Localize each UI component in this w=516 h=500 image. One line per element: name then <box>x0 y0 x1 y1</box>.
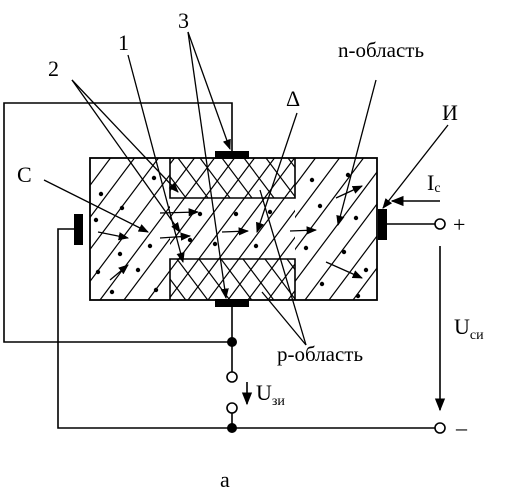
n-region-left-hatching <box>0 158 279 300</box>
hatch-line <box>170 175 187 198</box>
carrier-dot <box>135 267 141 273</box>
label-3: 3 <box>178 8 189 33</box>
label-u-si: Uси <box>454 314 484 343</box>
hatch-line <box>352 266 377 300</box>
flow-arrows <box>97 185 363 281</box>
source-contact <box>74 214 83 245</box>
label-drain: И <box>442 100 458 125</box>
hatch-line <box>90 158 120 198</box>
hatch-line <box>90 158 111 187</box>
hatch-line <box>242 259 275 300</box>
label-plus: + <box>453 212 465 237</box>
hatch-line <box>176 259 209 300</box>
carrier-dot <box>212 241 218 247</box>
label-minus: – <box>455 415 468 440</box>
hatch-line <box>133 259 164 300</box>
hatch-line <box>170 158 255 272</box>
label-n-region: n-область <box>338 38 424 62</box>
figure-caption: а <box>220 467 230 492</box>
hatch-line <box>286 259 295 271</box>
hatch-line <box>170 158 235 245</box>
circuit-wiring <box>3 102 446 434</box>
hatch-line <box>227 209 295 300</box>
carrier-dot <box>119 205 125 211</box>
label-2: 2 <box>48 56 59 81</box>
hatch-line <box>90 158 159 251</box>
hatch-line <box>295 170 377 283</box>
hatch-line <box>112 158 142 198</box>
carrier-dot <box>355 293 361 299</box>
hatch-line <box>90 158 135 219</box>
carrier-dot <box>98 191 104 197</box>
carrier-dot <box>309 177 315 183</box>
n-region-right-hatching <box>295 158 516 300</box>
label-source: С <box>17 162 32 187</box>
hatch-line <box>221 158 253 198</box>
hatch-line <box>207 182 295 300</box>
carrier-dot <box>95 269 101 275</box>
carrier-dot <box>153 287 159 293</box>
carrier-dot <box>187 237 193 243</box>
carrier-dot <box>319 281 325 287</box>
hatch-line <box>187 158 295 300</box>
hatch-line <box>147 269 170 300</box>
carrier-dot <box>341 249 347 255</box>
gate-contact-top <box>215 151 249 159</box>
hatch-line <box>123 237 170 300</box>
gate-contact-bottom <box>215 299 249 307</box>
hatch-line <box>473 158 516 300</box>
hatch-line <box>468 158 516 300</box>
carrier-dot <box>253 243 259 249</box>
hatch-line <box>328 234 377 300</box>
hatch-line <box>220 259 253 300</box>
hatch-line <box>243 158 275 198</box>
hatch-line <box>90 173 170 283</box>
hatch-line <box>247 236 295 300</box>
carrier-dot <box>151 175 157 181</box>
hatch-line <box>304 202 377 300</box>
hatch-line <box>309 259 340 300</box>
carrier-dot <box>197 211 203 217</box>
carrier-dots <box>93 172 369 299</box>
carrier-dot <box>345 172 351 178</box>
label-1: 1 <box>118 30 129 55</box>
hatch-line <box>295 158 316 187</box>
hatch-line <box>170 158 215 219</box>
p-region-top-hatching <box>90 158 295 198</box>
leader-lines <box>43 31 449 346</box>
carrier-dot <box>233 211 239 217</box>
label-u-zi: Uзи <box>256 380 285 409</box>
hatch-line <box>199 158 231 198</box>
label-delta: Δ <box>286 86 300 111</box>
carrier-dot <box>303 245 309 251</box>
carrier-dot <box>147 243 153 249</box>
label-p-region: p-область <box>277 342 363 366</box>
hatch-line <box>170 158 175 165</box>
carrier-dot <box>353 215 359 221</box>
carrier-dot <box>117 251 123 257</box>
label-drain-current: Ic <box>427 170 441 196</box>
carrier-dot <box>267 209 273 215</box>
hatch-line <box>295 158 340 219</box>
hatch-line <box>177 158 209 198</box>
hatch-line <box>497 158 516 300</box>
hatch-line <box>170 158 195 192</box>
carrier-dot <box>109 289 115 295</box>
hatch-line <box>99 205 170 300</box>
carrier-dot <box>317 203 323 209</box>
hatch-line <box>134 158 164 198</box>
hatch-line <box>265 158 295 198</box>
hatch-line <box>172 158 279 300</box>
channel-hatching <box>170 158 516 300</box>
hatch-line <box>287 158 295 169</box>
carrier-dot <box>363 267 369 273</box>
carrier-dot <box>93 217 99 223</box>
hatch-line <box>375 259 406 300</box>
drain-contact <box>378 209 387 240</box>
hatch-line <box>170 158 275 299</box>
labels: 1 2 3 Δ n-область p-область С И Ic + – U… <box>17 8 484 492</box>
hatch-line <box>0 158 15 300</box>
